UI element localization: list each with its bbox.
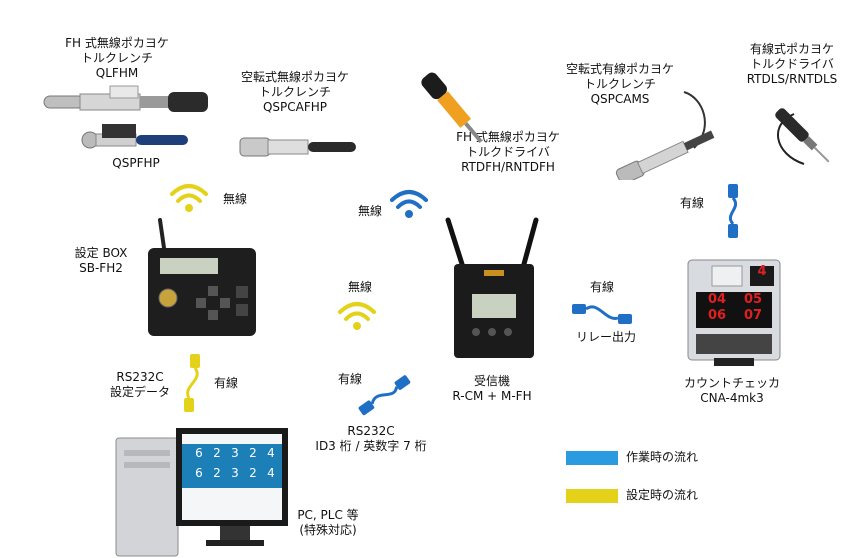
relay-wired-label: 有線 <box>589 280 614 294</box>
relay-output-label: リレー出力 <box>575 330 636 344</box>
cna-label: カウントチェッカ CNA-4mk3 <box>670 376 794 406</box>
cna-side-digit: 4 <box>757 264 767 279</box>
pc-grid-cell: 6 <box>195 466 203 480</box>
cable-icon-blue-relay <box>572 304 632 324</box>
receiver-label-line2: R-CM + M-FH <box>452 389 532 403</box>
rtdfh-label-line3: RTDFH/RNTDFH <box>461 160 555 174</box>
cable-icon-blue-rs232 <box>358 375 411 416</box>
qspcafhp-label: 空転式無線ポカヨケ トルクレンチ QSPCAFHP <box>230 70 360 115</box>
receiver-label: 受信機 R-CM + M-FH <box>440 374 544 404</box>
rs232-wired-mid-label: 有線 <box>337 372 362 386</box>
pc-label-line1: PC, PLC 等 <box>297 508 359 522</box>
sbfh2-box-illustration <box>148 218 256 336</box>
pc-grid-cell: 6 <box>195 446 203 460</box>
qspcafhp-wrench-illustration <box>239 137 356 157</box>
qspcams-wrench-illustration <box>615 91 715 180</box>
cna-display-3: 06 <box>707 308 727 323</box>
pc-label: PC, PLC 等 (特殊対応) <box>276 508 380 538</box>
pc-illustration <box>115 428 288 557</box>
qspcams-label-line2: トルクレンチ <box>583 77 656 91</box>
rtdfh-driver-illustration <box>421 72 483 144</box>
legend-label-work: 作業時の流れ <box>626 450 699 464</box>
wifi-icon-yellow-mid <box>338 302 376 330</box>
wifi-icon-blue <box>390 190 428 218</box>
qspfhp-wrench-illustration <box>81 124 188 149</box>
wireless-mid-label: 無線 <box>347 280 372 294</box>
rtdls-label-line2: トルクドライバ <box>750 57 834 71</box>
cna-display-4: 07 <box>743 308 763 323</box>
wifi-icon-yellow-top <box>170 184 208 212</box>
qspfhp-label-line1: QSPFHP <box>112 156 160 170</box>
qlfhm-label-line3: QLFHM <box>95 66 139 80</box>
wired-rtdls-label: 有線 <box>679 196 704 210</box>
qspcafhp-label-line1: 空転式無線ポカヨケ <box>240 70 349 84</box>
pc-grid-cell: 4 <box>267 466 275 480</box>
pc-grid-cell: 3 <box>231 466 239 480</box>
pc-grid-cell: 2 <box>249 446 257 460</box>
qspcams-label-line3: QSPCAMS <box>590 92 650 106</box>
sbfh2-label: 設定 BOX SB-FH2 <box>56 246 146 276</box>
pc-grid-cell: 3 <box>231 446 239 460</box>
receiver-illustration <box>445 217 539 358</box>
sbfh2-label-line2: SB-FH2 <box>79 261 123 275</box>
pc-grid-cell: 2 <box>213 446 221 460</box>
cna-label-line2: CNA-4mk3 <box>700 391 764 405</box>
wireless-top-label: 無線 <box>222 192 247 206</box>
pc-label-line2: (特殊対応) <box>299 523 357 537</box>
qspfhp-label: QSPFHP <box>96 156 176 171</box>
pc-grid-cell: 2 <box>249 466 257 480</box>
sbfh2-label-line1: 設定 BOX <box>74 246 128 260</box>
pc-screen-grid: 6 2 3 2 4 6 2 3 2 4 <box>190 446 280 486</box>
qspcams-label-line1: 空転式有線ポカヨケ <box>565 62 674 76</box>
cna-display-2: 05 <box>743 292 763 307</box>
cable-icon-blue-rtdls <box>728 184 738 238</box>
rs232-setting-line2: 設定データ <box>109 385 170 399</box>
rs232-setting-line1: RS232C <box>116 370 164 384</box>
qspcafhp-label-line2: トルクレンチ <box>258 85 331 99</box>
legend-label-setting: 設定時の流れ <box>626 488 699 502</box>
rs232-id-line2: ID3 桁 / 英数字 7 桁 <box>315 439 427 453</box>
rs232-wired-left-label: 有線 <box>213 376 238 390</box>
cna-display-1: 04 <box>707 292 727 307</box>
qlfhm-label-line1: FH 式無線ポカヨケ <box>65 36 169 50</box>
cable-icon-yellow-rs232 <box>184 354 200 412</box>
qlfhm-label-line2: トルクレンチ <box>80 51 153 65</box>
cna-counter-illustration <box>687 259 781 366</box>
qlfhm-wrench-illustration <box>43 85 208 112</box>
legend-swatch-work <box>566 451 618 465</box>
receiver-label-line1: 受信機 <box>473 374 510 388</box>
qlfhm-label: FH 式無線ポカヨケ トルクレンチ QLFHM <box>52 36 182 81</box>
legend-swatch-setting <box>566 489 618 503</box>
rs232-setting-label: RS232C 設定データ <box>104 370 176 400</box>
wireless-receiver-label: 無線 <box>357 204 382 218</box>
rtdls-label-line3: RTDLS/RNTDLS <box>746 72 838 86</box>
rtdls-driver-illustration <box>775 108 830 165</box>
rtdls-label: 有線式ポカヨケ トルクドライバ RTDLS/RNTDLS <box>730 42 854 87</box>
qspcafhp-label-line3: QSPCAFHP <box>262 100 328 114</box>
pc-grid-cell: 2 <box>213 466 221 480</box>
rs232-id-line1: RS232C <box>347 424 395 438</box>
qspcams-label: 空転式有線ポカヨケ トルクレンチ QSPCAMS <box>555 62 685 107</box>
rtdfh-label-line2: トルクドライバ <box>466 145 550 159</box>
rtdls-label-line1: 有線式ポカヨケ <box>749 42 834 56</box>
pc-grid-cell: 4 <box>267 446 275 460</box>
rs232-id-label: RS232C ID3 桁 / 英数字 7 桁 <box>306 424 436 454</box>
cna-label-line1: カウントチェッカ <box>683 376 780 390</box>
